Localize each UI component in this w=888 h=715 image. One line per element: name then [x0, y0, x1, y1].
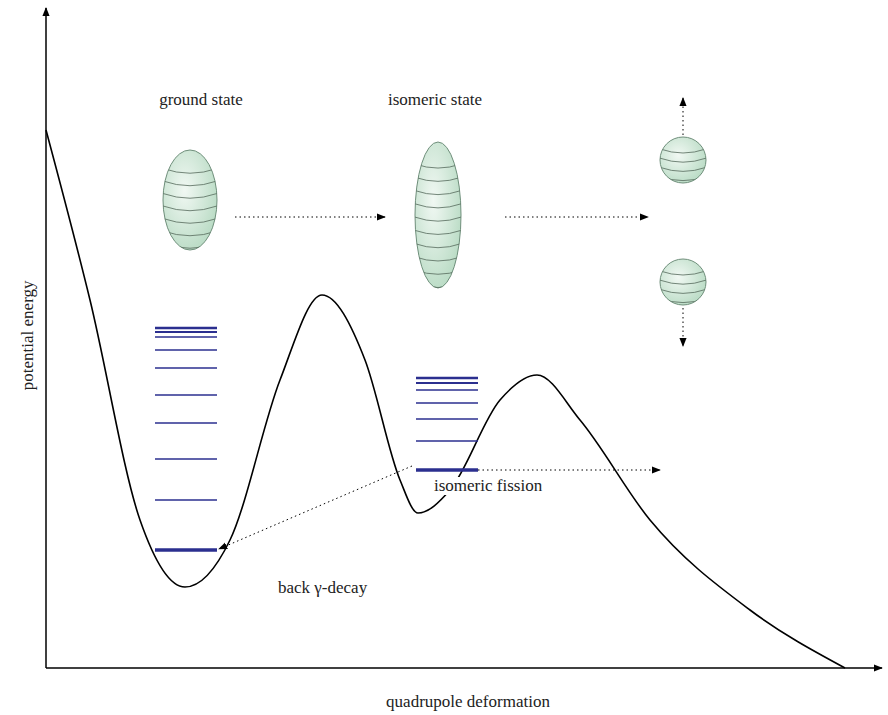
energy-level	[416, 440, 478, 442]
nucleus-stripe	[163, 244, 217, 249]
nucleus-shape	[163, 150, 217, 250]
energy-level	[155, 394, 217, 396]
nucleus-stripe	[415, 230, 461, 234]
potential-curve	[46, 130, 845, 668]
nucleus-stripe	[415, 283, 461, 287]
deformation-arrow	[235, 217, 385, 218]
fission-arrow	[505, 217, 648, 218]
nucleus-stripe	[660, 177, 706, 181]
nucleus-shape	[660, 259, 706, 305]
nucleus-stripe	[415, 177, 461, 181]
axis-title: quadrupole deformation	[386, 693, 550, 712]
nucleus-stripe	[415, 257, 461, 261]
energy-levels	[155, 328, 478, 550]
dotted-arrows	[219, 98, 683, 549]
energy-level	[416, 468, 478, 472]
nucleus-stripe	[163, 169, 217, 174]
nucleus-stripe	[660, 149, 706, 153]
energy-level	[416, 382, 478, 384]
process-label: isomeric fission	[432, 477, 544, 496]
nucleus-stripe	[660, 280, 706, 284]
nucleus	[415, 142, 461, 288]
nucleus-shape	[660, 137, 706, 183]
fragment-arrow	[683, 98, 684, 135]
energy-level	[155, 458, 217, 460]
energy-level	[155, 331, 217, 333]
nucleus	[660, 259, 706, 305]
energy-level	[155, 422, 217, 424]
nucleus-stripe	[415, 217, 461, 221]
fragment-arrow	[683, 308, 684, 346]
energy-level	[416, 389, 478, 391]
nucleus-stripe	[660, 167, 706, 171]
nucleus-stripe	[163, 219, 217, 224]
state-label: isomeric state	[388, 91, 482, 110]
energy-level	[155, 327, 217, 330]
energy-level	[416, 418, 478, 420]
energy-level	[155, 367, 217, 369]
energy-level	[155, 548, 217, 552]
nucleus-stripe	[660, 158, 706, 162]
isomeric-fission-arrow	[478, 470, 660, 471]
nucleus-stripe	[415, 244, 461, 248]
axes	[46, 8, 882, 668]
nucleus-stripe	[415, 270, 461, 274]
state-label: ground state	[159, 91, 243, 110]
nucleus-shape	[415, 142, 461, 288]
nucleus-stripe	[163, 206, 217, 211]
nucleus	[660, 137, 706, 183]
nucleus-stripe	[163, 194, 217, 199]
nucleus-stripe	[415, 164, 461, 168]
potential-curve	[46, 130, 845, 668]
energy-level	[155, 349, 217, 351]
nucleus	[163, 150, 217, 250]
nucleus-stripe	[415, 191, 461, 195]
gamma-arrow	[219, 466, 412, 549]
nucleus-stripe	[415, 204, 461, 208]
nucleus-stripe	[660, 299, 706, 303]
energy-level	[155, 336, 217, 338]
process-label: back γ-decay	[278, 579, 367, 598]
nucleus-stripe	[163, 181, 217, 186]
energy-level	[416, 377, 478, 380]
nucleus-stripe	[163, 231, 217, 236]
energy-level	[416, 402, 478, 404]
axis-title: potential energy	[19, 280, 38, 390]
energy-level	[155, 499, 217, 501]
nuclei	[163, 137, 706, 305]
nucleus-stripe	[660, 289, 706, 293]
nucleus-stripe	[660, 271, 706, 275]
